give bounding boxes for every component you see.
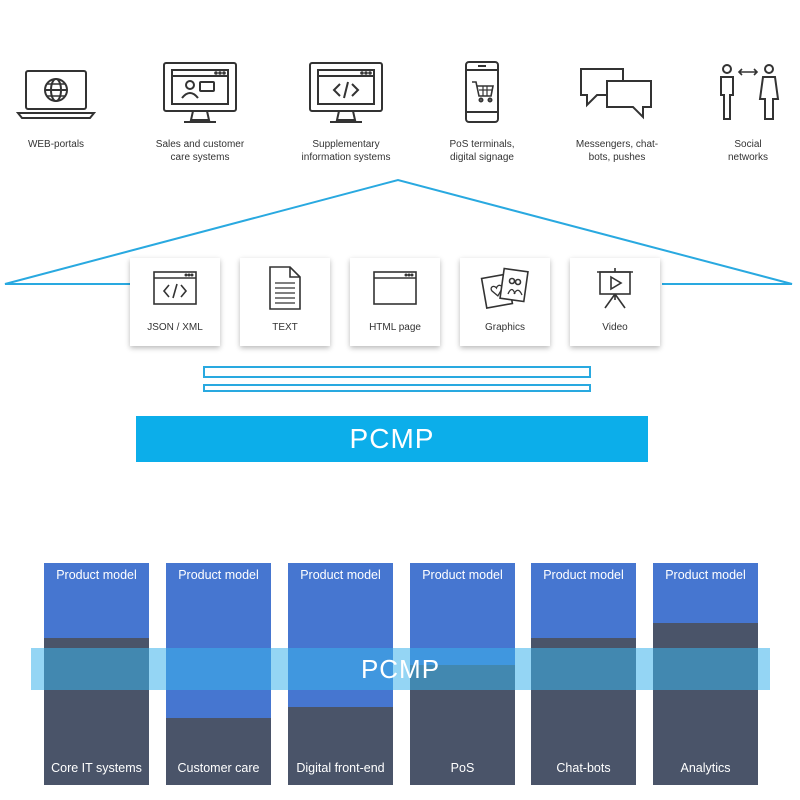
product-model-label: Product model bbox=[665, 568, 746, 582]
channel-web-portals: WEB-portals bbox=[0, 60, 126, 151]
photos-icon bbox=[460, 267, 550, 309]
channel-pos-terminals: PoS terminals, digital signage bbox=[412, 60, 552, 164]
column-analytics: Product model Analytics bbox=[653, 563, 758, 785]
card-html-page: HTML page bbox=[350, 258, 440, 346]
card-label: Video bbox=[602, 322, 628, 333]
system-label: Customer care bbox=[177, 761, 260, 775]
people-exchange-icon bbox=[678, 60, 800, 126]
channel-supplementary: Supplementary information systems bbox=[276, 60, 416, 164]
product-model-label: Product model bbox=[56, 568, 137, 582]
code-window-icon bbox=[130, 268, 220, 308]
pcmp-platform-bar: PCMP bbox=[136, 416, 648, 462]
system-label: PoS bbox=[450, 761, 475, 775]
card-label: HTML page bbox=[369, 322, 421, 333]
laptop-globe-icon bbox=[0, 60, 126, 126]
channel-label: Social networks bbox=[727, 139, 768, 163]
system-label: Digital front-end bbox=[296, 761, 385, 775]
channel-label: PoS terminals, digital signage bbox=[449, 139, 515, 163]
channel-sales-care: Sales and customer care systems bbox=[130, 60, 270, 164]
product-model-segment bbox=[44, 563, 149, 639]
channel-label: Supplementary information systems bbox=[301, 139, 391, 163]
phone-cart-icon bbox=[412, 60, 552, 126]
card-graphics: Graphics bbox=[460, 258, 550, 346]
monitor-code-icon bbox=[276, 60, 416, 126]
product-model-label: Product model bbox=[178, 568, 259, 582]
browser-window-icon bbox=[350, 268, 440, 308]
connector-rail bbox=[203, 366, 591, 378]
card-text: TEXT bbox=[240, 258, 330, 346]
system-label: Chat-bots bbox=[556, 761, 611, 775]
pcmp-overlay-band: PCMP bbox=[31, 648, 770, 690]
system-label: Analytics bbox=[680, 761, 731, 775]
chat-bubbles-icon bbox=[547, 60, 687, 126]
channel-label: Messengers, chat- bots, pushes bbox=[575, 139, 659, 163]
card-video: Video bbox=[570, 258, 660, 346]
card-label: Graphics bbox=[484, 322, 525, 333]
presentation-play-icon bbox=[570, 268, 660, 309]
channel-label: WEB-portals bbox=[27, 139, 85, 150]
channel-messengers: Messengers, chat- bots, pushes bbox=[547, 60, 687, 164]
card-json-xml: JSON / XML bbox=[130, 258, 220, 346]
card-label: JSON / XML bbox=[147, 322, 203, 333]
product-model-label: Product model bbox=[543, 568, 624, 582]
roof-outline bbox=[4, 178, 793, 285]
product-model-label: Product model bbox=[422, 568, 503, 582]
product-model-segment bbox=[653, 563, 758, 623]
system-label: Core IT systems bbox=[51, 761, 142, 775]
monitor-user-chat-icon bbox=[130, 60, 270, 126]
product-model-label: Product model bbox=[300, 568, 381, 582]
document-icon bbox=[240, 266, 330, 310]
channel-label: Sales and customer care systems bbox=[155, 139, 245, 163]
channel-social: Social networks bbox=[678, 60, 800, 164]
product-model-segment bbox=[531, 563, 636, 639]
product-model-segment bbox=[166, 563, 271, 719]
card-label: TEXT bbox=[272, 322, 298, 333]
connector-rail bbox=[203, 384, 591, 392]
